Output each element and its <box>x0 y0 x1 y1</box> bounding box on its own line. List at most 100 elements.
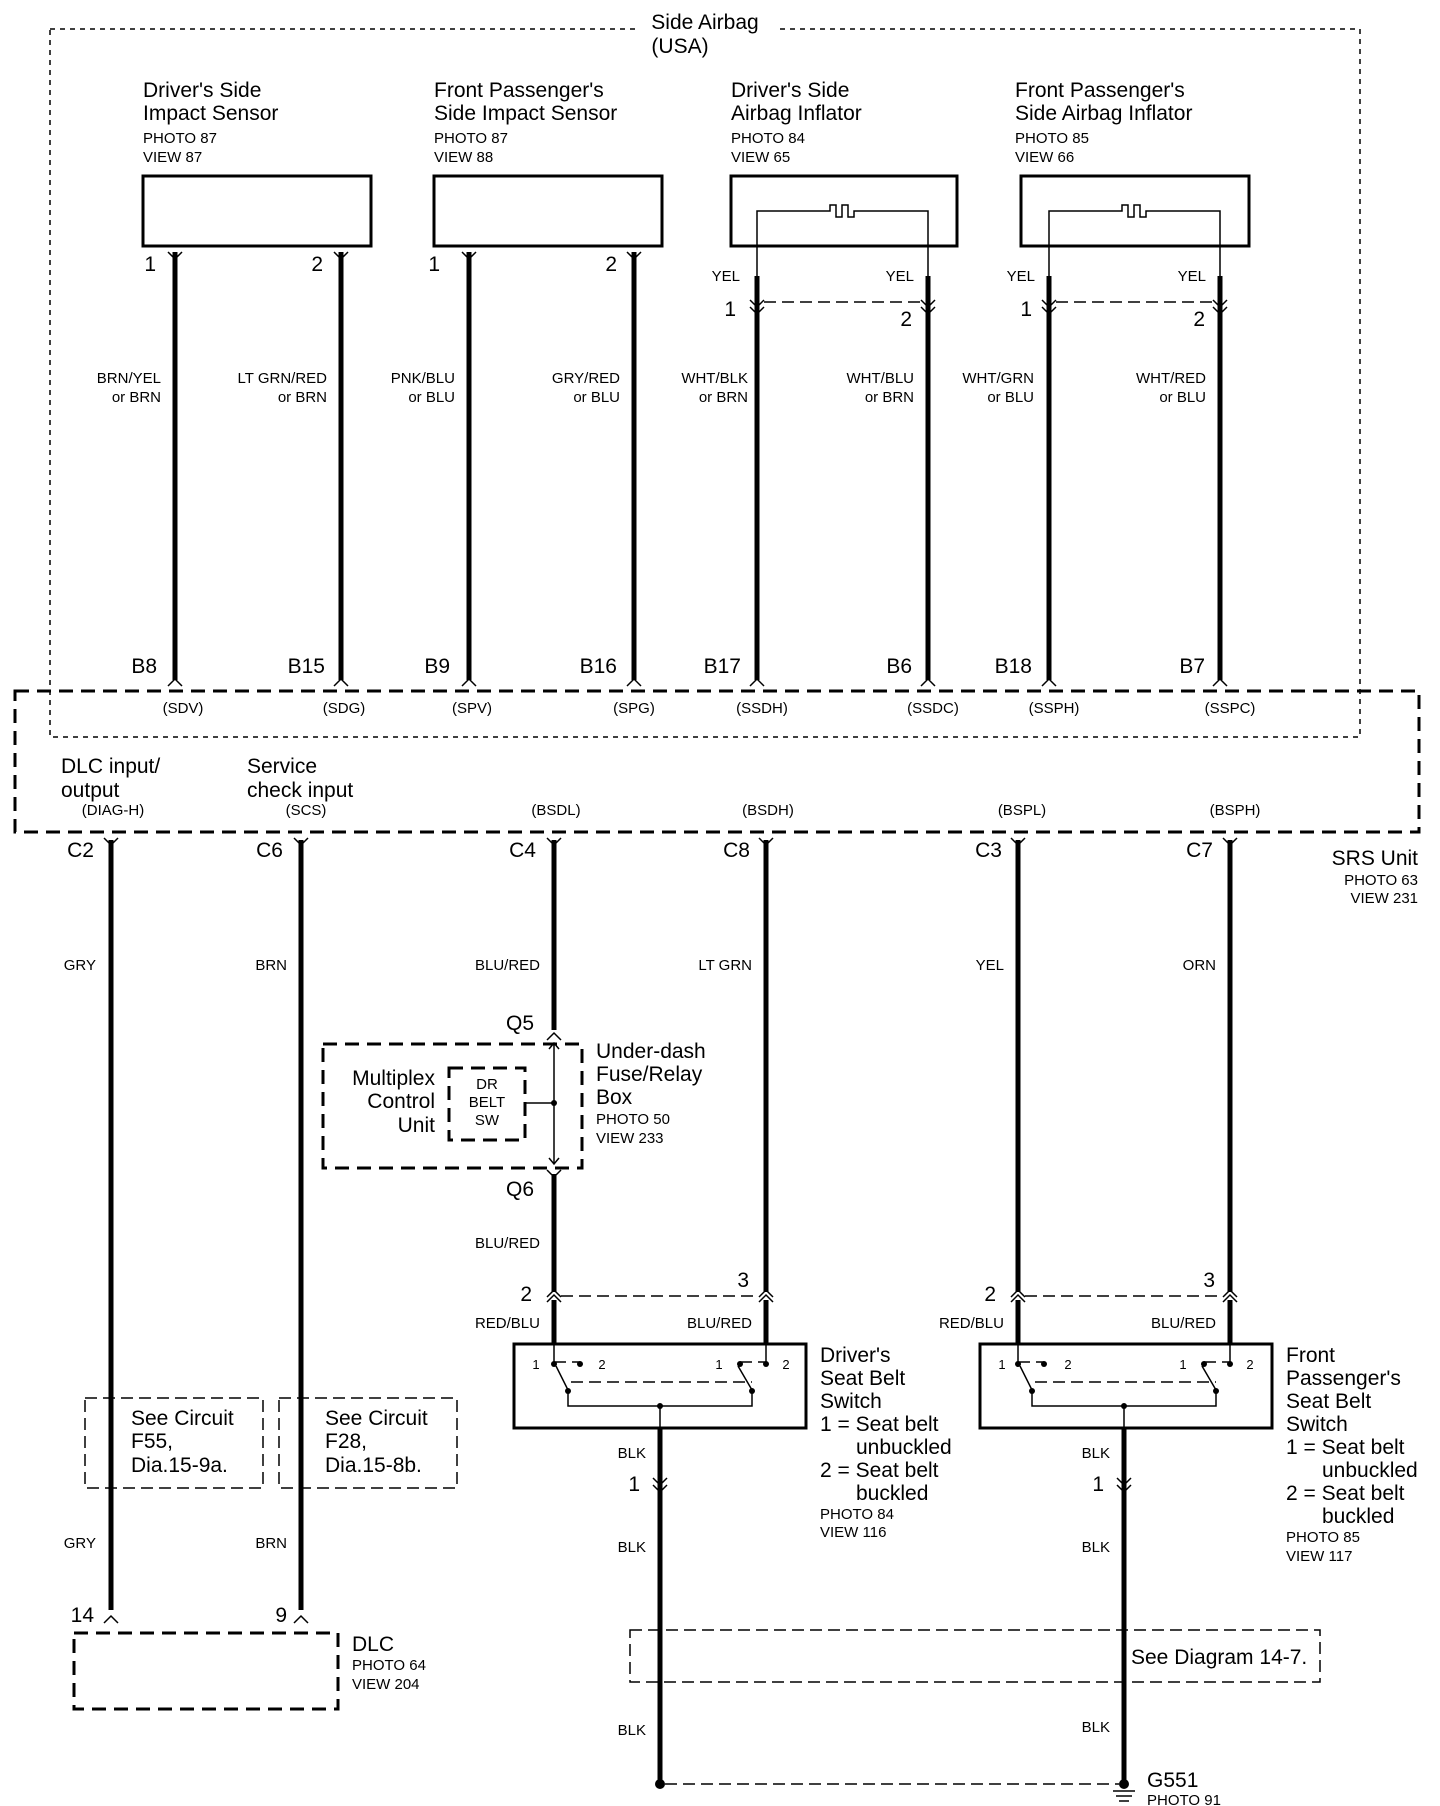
dlc-connector: DLC PHOTO 64 VIEW 204 <box>72 1631 426 1711</box>
svg-text:WHT/RED: WHT/RED <box>1136 370 1206 387</box>
upper-wire-b15: 2 LT GRN/RED or BRN B15 (SDG) <box>238 251 365 717</box>
svg-text:(BSDH): (BSDH) <box>742 802 794 819</box>
upper-wire-b6: YEL 2 WHT/BLU or BRN B6 (SSDC) <box>847 268 959 717</box>
svg-text:RED/BLU: RED/BLU <box>939 1315 1004 1332</box>
upper-wire-b7: YEL 2 WHT/RED or BLU B7 (SSPC) <box>1136 268 1255 717</box>
svg-text:(SPV): (SPV) <box>452 700 492 717</box>
svg-text:B9: B9 <box>424 655 450 678</box>
svg-text:1: 1 <box>1179 1357 1186 1372</box>
svg-text:2: 2 <box>782 1357 789 1372</box>
svg-text:WHT/BLK: WHT/BLK <box>681 370 748 387</box>
svg-text:PHOTO 63: PHOTO 63 <box>1344 872 1418 889</box>
svg-text:VIEW 87: VIEW 87 <box>143 149 202 166</box>
svg-text:2: 2 <box>520 1283 532 1306</box>
svg-text:check input: check input <box>247 779 353 802</box>
svg-text:YEL: YEL <box>1007 268 1035 285</box>
svg-text:(SSPH): (SSPH) <box>1029 700 1080 717</box>
svg-text:B8: B8 <box>131 655 157 678</box>
svg-text:Seat Belt: Seat Belt <box>1286 1390 1371 1413</box>
svg-text:(SCS): (SCS) <box>286 802 327 819</box>
svg-text:DLC: DLC <box>352 1633 394 1656</box>
svg-text:1: 1 <box>628 1473 640 1496</box>
svg-text:BRN: BRN <box>255 1535 287 1552</box>
svg-text:Front Passenger's: Front Passenger's <box>1015 79 1185 102</box>
svg-text:(SSDH): (SSDH) <box>736 700 788 717</box>
svg-text:Front: Front <box>1286 1344 1335 1367</box>
under-dash-fuse-relay-box: Under-dash Fuse/Relay Box PHOTO 50 VIEW … <box>321 1040 706 1170</box>
svg-text:BRN/YEL: BRN/YEL <box>97 370 161 387</box>
svg-text:Front Passenger's: Front Passenger's <box>434 79 604 102</box>
srs-unit-labels: DLC input/ output (DIAG-H) Service check… <box>61 755 1418 907</box>
svg-text:2: 2 <box>1064 1357 1071 1372</box>
svg-text:2: 2 <box>1193 308 1205 331</box>
svg-text:C8: C8 <box>723 839 750 862</box>
upper-wire-b9: 1 PNK/BLU or BLU B9 (SPV) <box>391 251 492 717</box>
svg-text:YEL: YEL <box>712 268 740 285</box>
svg-text:LT GRN: LT GRN <box>698 957 752 974</box>
svg-text:output: output <box>61 779 120 802</box>
svg-text:BLU/RED: BLU/RED <box>687 1315 752 1332</box>
ground-g551: G551 PHOTO 91 <box>655 1769 1221 1806</box>
svg-text:or BLU: or BLU <box>1159 389 1206 406</box>
svg-text:Under-dash: Under-dash <box>596 1040 706 1063</box>
svg-text:PHOTO 64: PHOTO 64 <box>352 1657 426 1674</box>
svg-text:14: 14 <box>71 1604 95 1627</box>
svg-text:PHOTO 87: PHOTO 87 <box>434 130 508 147</box>
svg-text:1 = Seat belt: 1 = Seat belt <box>820 1413 939 1436</box>
lower-wire-c4: C4 BLU/RED Q5 Q6 BLU/RED <box>475 837 562 1292</box>
svg-text:Switch: Switch <box>1286 1413 1348 1436</box>
svg-text:1 = Seat belt: 1 = Seat belt <box>1286 1436 1405 1459</box>
svg-text:1: 1 <box>144 253 156 276</box>
lower-wire-c3: C3 YEL <box>975 837 1026 1292</box>
svg-text:Multiplex: Multiplex <box>352 1067 435 1090</box>
svg-text:BLU/RED: BLU/RED <box>475 1235 540 1252</box>
driver-seat-belt-switch: 2 3 RED/BLU BLU/RED 1 2 1 2 Driver's Sea… <box>475 1269 952 1780</box>
svg-text:PHOTO 84: PHOTO 84 <box>820 1506 894 1523</box>
svg-text:B6: B6 <box>886 655 912 678</box>
svg-text:B16: B16 <box>580 655 617 678</box>
svg-text:B15: B15 <box>288 655 325 678</box>
svg-text:2: 2 <box>311 253 323 276</box>
svg-text:Driver's: Driver's <box>820 1344 891 1367</box>
svg-text:YEL: YEL <box>886 268 914 285</box>
svg-text:PHOTO 85: PHOTO 85 <box>1015 130 1089 147</box>
svg-text:Driver's Side: Driver's Side <box>143 79 261 102</box>
svg-text:See Circuit: See Circuit <box>131 1407 234 1430</box>
svg-text:or BLU: or BLU <box>573 389 620 406</box>
srs-unit-box <box>13 689 1421 834</box>
svg-text:BLK: BLK <box>618 1445 646 1462</box>
svg-text:B17: B17 <box>704 655 741 678</box>
svg-text:G551: G551 <box>1147 1769 1198 1792</box>
svg-text:2: 2 <box>900 308 912 331</box>
svg-text:2: 2 <box>598 1357 605 1372</box>
svg-text:PHOTO 50: PHOTO 50 <box>596 1111 670 1128</box>
svg-text:BELT: BELT <box>469 1094 505 1111</box>
svg-text:1: 1 <box>532 1357 539 1372</box>
svg-text:VIEW 65: VIEW 65 <box>731 149 790 166</box>
svg-text:3: 3 <box>737 1269 749 1292</box>
svg-text:1: 1 <box>724 298 736 321</box>
svg-text:Side Impact Sensor: Side Impact Sensor <box>434 102 617 125</box>
svg-text:or BLU: or BLU <box>987 389 1034 406</box>
svg-text:VIEW 231: VIEW 231 <box>1350 890 1418 907</box>
svg-text:PHOTO 85: PHOTO 85 <box>1286 1529 1360 1546</box>
side-airbag-title: Side Airbag <box>651 11 758 34</box>
circuit-ref-f28: See Circuit F28, Dia.15-8b. <box>278 1397 458 1489</box>
svg-text:SW: SW <box>475 1112 500 1129</box>
svg-text:or BRN: or BRN <box>699 389 748 406</box>
svg-text:GRY/RED: GRY/RED <box>552 370 620 387</box>
svg-text:PHOTO 87: PHOTO 87 <box>143 130 217 147</box>
svg-text:2: 2 <box>605 253 617 276</box>
svg-text:ORN: ORN <box>1183 957 1216 974</box>
front-passenger-seat-belt-switch: 2 3 RED/BLU BLU/RED 1 2 1 2 Front Passen… <box>939 1269 1418 1780</box>
svg-text:See Diagram 14-7.: See Diagram 14-7. <box>1131 1646 1307 1669</box>
svg-text:PNK/BLU: PNK/BLU <box>391 370 455 387</box>
svg-text:GRY: GRY <box>64 957 96 974</box>
circuit-ref-f55: See Circuit F55, Dia.15-9a. <box>84 1397 264 1489</box>
svg-text:BLK: BLK <box>1082 1445 1110 1462</box>
svg-text:Airbag Inflator: Airbag Inflator <box>731 102 862 125</box>
svg-text:C2: C2 <box>67 839 94 862</box>
svg-text:Fuse/Relay: Fuse/Relay <box>596 1063 703 1086</box>
svg-text:9: 9 <box>275 1604 287 1627</box>
svg-text:Unit: Unit <box>398 1114 436 1137</box>
